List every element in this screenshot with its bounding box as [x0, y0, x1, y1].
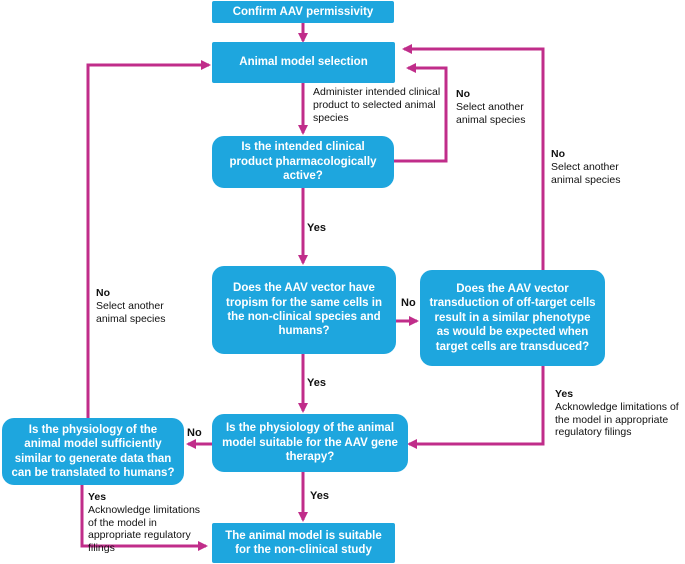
- arrow-offtarget-no-loop: [402, 44, 545, 270]
- model-suitable-box: The animal model is suitable for the non…: [212, 523, 395, 563]
- offtarget-no-text: Select another animal species: [551, 160, 621, 186]
- similar-yes-label: Yes Acknowledge limitations of the model…: [88, 491, 206, 555]
- arrow-similar-no-loop: [86, 60, 211, 418]
- tropism-no-label: No: [401, 297, 416, 309]
- animal-model-selection-box: Animal model selection: [212, 42, 395, 83]
- confirm-permissivity-box: Confirm AAV permissivity: [212, 1, 394, 23]
- offtarget-yes-label: Yes Acknowledge limitations of the model…: [555, 388, 685, 439]
- suitable-yes-label: Yes: [307, 377, 326, 389]
- suitable-no-label: No: [187, 427, 202, 439]
- offtarget-no-title: No: [551, 148, 565, 160]
- similar-no-title: No: [96, 287, 110, 299]
- pharmacologically-active-question: Is the intended clinical product pharmac…: [212, 136, 394, 188]
- offtarget-no-label: No Select another animal species: [551, 148, 651, 186]
- similar-yes-title: Yes: [88, 491, 107, 503]
- offtarget-yes-text: Acknowledge limitations of the model in …: [555, 400, 679, 439]
- similar-no-text: Select another animal species: [96, 299, 166, 325]
- physiology-similar-question: Is the physiology of the animal model su…: [2, 418, 184, 485]
- off-target-question: Does the AAV vector transduction of off-…: [420, 270, 605, 366]
- active-no-label: No Select another animal species: [456, 88, 556, 126]
- similar-no-label: No Select another animal species: [96, 287, 196, 325]
- active-no-title: No: [456, 88, 470, 100]
- arrow-offtarget-yes-to-suitable: [407, 366, 545, 449]
- arrow-active-no-loop: [394, 63, 448, 163]
- physiology-suitable-question: Is the physiology of the animal model su…: [212, 414, 408, 472]
- offtarget-yes-title: Yes: [555, 388, 574, 400]
- tropism-yes-label: Yes: [307, 222, 326, 234]
- final-yes-label: Yes: [310, 490, 329, 502]
- arrow-similar-yes-to-final: [80, 485, 208, 551]
- administer-label: Administer intended clinical product to …: [313, 86, 441, 124]
- similar-yes-text: Acknowledge limitations of the model in …: [88, 503, 201, 555]
- tropism-question: Does the AAV vector have tropism for the…: [212, 266, 396, 354]
- active-no-text: Select another animal species: [456, 100, 526, 126]
